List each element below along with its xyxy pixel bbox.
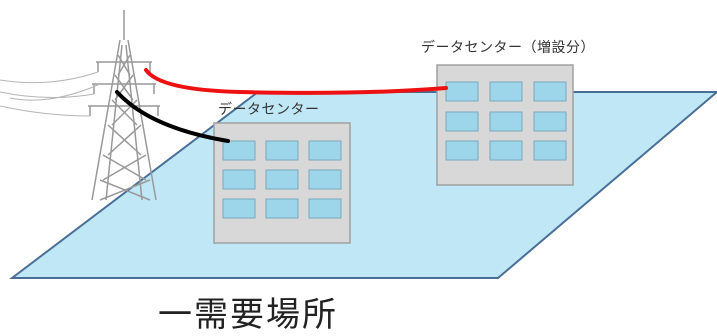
transmission-tower-icon: [88, 10, 160, 201]
overhead-power-lines: [0, 71, 101, 117]
building-windows: [445, 81, 567, 161]
datacenter-existing-building: [213, 122, 351, 244]
building-windows: [222, 140, 342, 219]
site-label: 一需要場所: [158, 295, 338, 335]
datacenter-expansion-building: [436, 64, 574, 186]
datacenter-existing-label: データセンター: [218, 102, 320, 118]
cable-existing: [115, 90, 230, 143]
cable-expansion: [144, 68, 448, 95]
datacenter-expansion-label: データセンター（増設分）: [421, 40, 595, 56]
